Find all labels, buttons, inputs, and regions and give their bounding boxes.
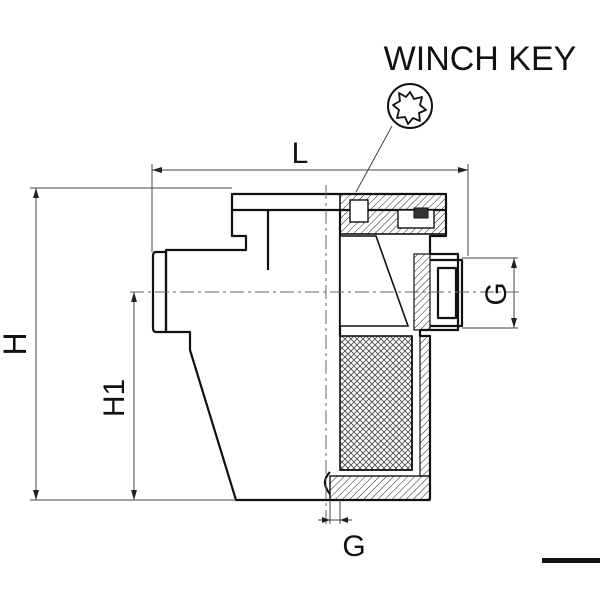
eight-point-star-socket-icon — [387, 83, 433, 129]
strainer-body — [151, 192, 464, 502]
inner-wall — [266, 210, 342, 336]
center-lines — [130, 185, 520, 528]
thread-bottom-label: G — [342, 530, 365, 563]
outlet-port — [430, 258, 464, 328]
drain-boss — [323, 471, 331, 495]
dimension-arrows — [33, 167, 517, 523]
outlet-thread — [436, 266, 458, 320]
height-label: H — [0, 332, 33, 355]
winch-key-label: WINCH KEY — [384, 40, 577, 78]
filter-basket — [329, 235, 431, 501]
inlet-flange — [151, 250, 168, 334]
edge-bar — [542, 558, 600, 563]
thread-side-label: G — [480, 282, 513, 305]
lid-section — [339, 193, 447, 235]
length-label: L — [292, 137, 309, 170]
height-to-inlet-label: H1 — [98, 379, 131, 417]
